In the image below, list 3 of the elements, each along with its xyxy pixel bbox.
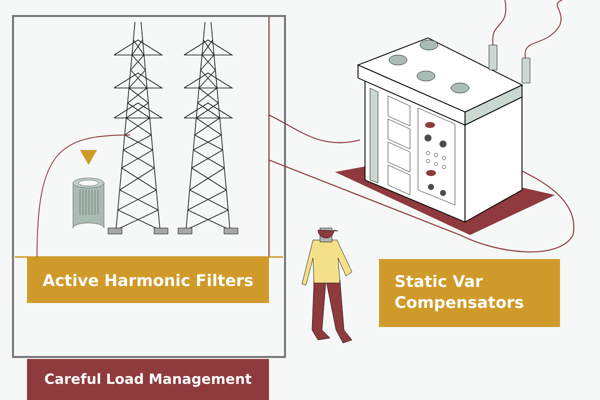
label-box: Active Harmonic Filters xyxy=(27,257,269,303)
label-box: Careful Load Management xyxy=(27,359,269,400)
label-box: Static Var Compensators xyxy=(379,259,560,327)
